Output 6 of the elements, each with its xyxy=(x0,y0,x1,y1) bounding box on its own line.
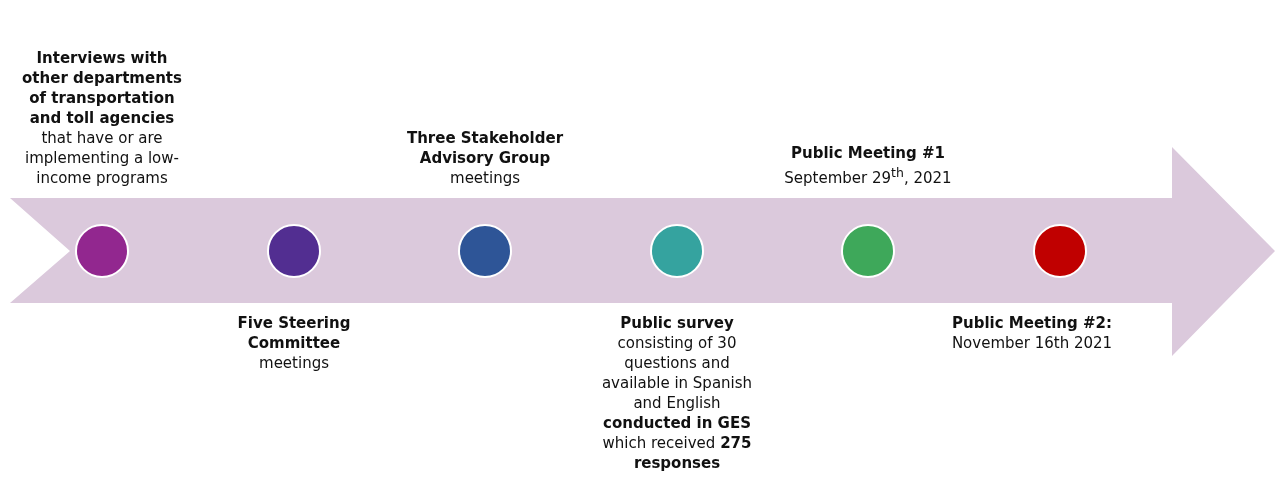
milestone-description: Public Meeting #2: November 16th 2021 xyxy=(950,313,1114,353)
milestone-description: Three Stakeholder Advisory Group meetings xyxy=(405,128,565,188)
milestone-description: Public Meeting #1 September 29$^{th}$, 2021 xyxy=(783,143,953,188)
milestone-description: Five Steering Committee meetings xyxy=(236,313,352,373)
milestone-description: Public survey consisting of 30 questions and available in Spanish and English conducted in GES which received 275 responses xyxy=(600,313,754,473)
milestone-description: Interviews with other departments of transportation and toll agencies that have or are implementing a low-income programs xyxy=(21,48,183,188)
